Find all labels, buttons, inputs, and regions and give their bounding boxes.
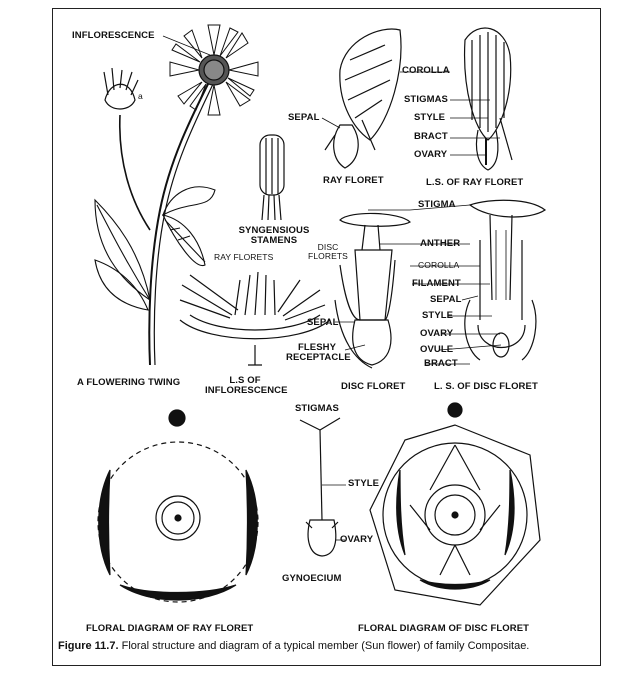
ls-ray-floret-drawing bbox=[463, 27, 513, 171]
label-ray-florets: RAY FLORETS bbox=[214, 252, 274, 262]
flower-bud bbox=[103, 67, 139, 110]
flowering-twig-drawing bbox=[94, 24, 259, 366]
label-style-gynoecium: STYLE bbox=[348, 478, 380, 489]
label-disc-florets: DISC FLORETS bbox=[308, 243, 348, 261]
label-fleshy-receptacle: FLESHY RECEPTACLE bbox=[286, 342, 351, 363]
label-ray-floret: RAY FLORET bbox=[323, 175, 384, 186]
ls-disc-floret-drawing bbox=[464, 199, 547, 361]
label-bract-ray: BRACT bbox=[414, 131, 448, 142]
leaf bbox=[94, 186, 216, 311]
label-stigma-disc: STIGMA bbox=[418, 199, 456, 210]
caption-text: Floral structure and diagram of a typica… bbox=[121, 640, 530, 652]
label-ovary-gynoecium: OVARY bbox=[340, 534, 374, 545]
figure-caption: Figure 11.7. Floral structure and diagra… bbox=[58, 640, 598, 652]
floral-diagram-disc bbox=[369, 402, 541, 606]
ls-inflorescence-drawing bbox=[179, 271, 331, 366]
label-disc-floret: DISC FLORET bbox=[341, 381, 406, 392]
label-anther: ANTHER bbox=[420, 238, 461, 249]
label-ovary-disc: OVARY bbox=[420, 328, 454, 339]
label-gynoecium: GYNOECIUM bbox=[282, 573, 342, 584]
label-sepal-disc-ls: SEPAL bbox=[430, 294, 462, 305]
label-ls-inflorescence: L.S OF INFLORESCENCE bbox=[205, 375, 288, 396]
label-stigmas-ray: STIGMAS bbox=[404, 94, 448, 105]
label-sepal-disc: SEPAL bbox=[307, 317, 339, 328]
label-stigmas-gynoecium: STIGMAS bbox=[295, 403, 339, 414]
label-bract-disc: BRACT bbox=[424, 358, 458, 369]
label-ovary-ray: OVARY bbox=[414, 149, 448, 160]
label-fleshy-line1: FLESHY bbox=[297, 342, 337, 353]
label-ovule: OVULE bbox=[420, 344, 454, 355]
ray-floret-drawing bbox=[324, 28, 402, 169]
leader-lines bbox=[162, 35, 502, 541]
gynoecium-drawing bbox=[299, 417, 341, 557]
sunflower-head bbox=[169, 24, 259, 116]
label-style-disc: STYLE bbox=[422, 310, 454, 321]
label-floral-diagram-ray: FLORAL DIAGRAM OF RAY FLORET bbox=[86, 623, 254, 634]
label-ls-infl-line1: L.S OF bbox=[229, 375, 261, 386]
label-sepal-ray: SEPAL bbox=[288, 112, 320, 123]
label-a: a bbox=[138, 91, 143, 101]
label-style-ray: STYLE bbox=[414, 112, 446, 123]
label-corolla-ray: COROLLA bbox=[402, 65, 450, 76]
label-disc-florets-line2: FLORETS bbox=[308, 250, 348, 261]
label-inflorescence: INFLORESCENCE bbox=[72, 30, 155, 41]
label-filament: FILAMENT bbox=[412, 278, 461, 289]
floral-diagram-ray bbox=[97, 409, 259, 603]
label-ls-infl-line2: INFLORESCENCE bbox=[205, 384, 288, 396]
disc-floret-drawing bbox=[334, 212, 411, 369]
label-fleshy-line2: RECEPTACLE bbox=[286, 351, 351, 363]
syngenesious-stamens-drawing bbox=[259, 134, 285, 221]
label-corolla-disc: COROLLA bbox=[418, 260, 460, 270]
label-floral-diagram-disc: FLORAL DIAGRAM OF DISC FLORET bbox=[358, 623, 530, 634]
figure-frame bbox=[52, 8, 601, 666]
label-ls-disc-floret: L. S. OF DISC FLORET bbox=[434, 381, 538, 392]
label-flowering-twig: A FLOWERING TWING bbox=[77, 377, 181, 388]
label-syngenesious-stamens: SYNGENSIOUS STAMENS bbox=[234, 226, 314, 246]
label-syngenesious-line2: STAMENS bbox=[250, 234, 298, 246]
label-disc-florets-line1: DISC bbox=[317, 242, 339, 252]
caption-figure-number: Figure 11.7. bbox=[58, 640, 119, 652]
label-ls-ray-floret: L.S. OF RAY FLORET bbox=[426, 177, 524, 188]
label-syngenesious-line1: SYNGENSIOUS bbox=[238, 225, 310, 236]
